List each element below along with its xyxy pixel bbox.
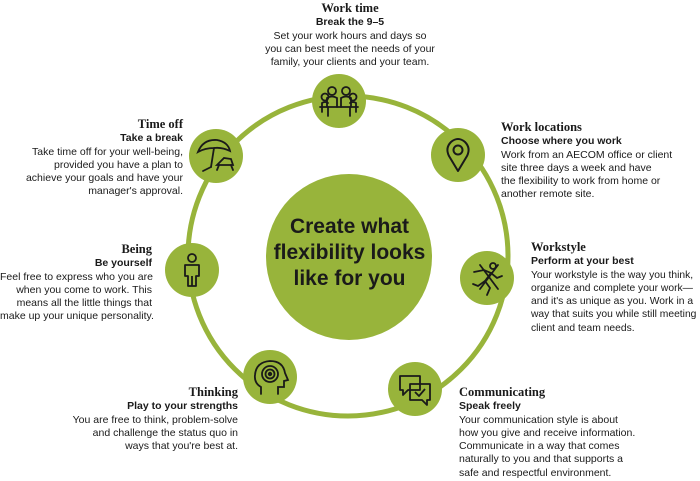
- thinking-title: Thinking: [188, 385, 238, 399]
- time-off-node: [189, 129, 243, 183]
- work-locations-node: [431, 128, 485, 182]
- workstyle-description: Your workstyle is the way you think,orga…: [531, 269, 697, 334]
- center-line-1: Create what: [289, 215, 410, 238]
- workstyle-node: [460, 251, 514, 305]
- work-locations-subtitle: Choose where you work: [501, 135, 622, 147]
- workstyle-title: Workstyle: [531, 240, 586, 254]
- being-title: Being: [121, 242, 152, 256]
- thinking-block: Thinking Play to your strengths You are …: [40, 385, 238, 453]
- person-running-icon: [472, 262, 503, 296]
- time-off-block: Time off Take a break Take time off for …: [10, 117, 183, 199]
- work-locations-title: Work locations: [501, 120, 582, 134]
- thinking-node: [243, 350, 297, 404]
- time-off-description: Take time off for your well-being,provid…: [25, 145, 183, 198]
- work-time-title: Work time: [321, 1, 379, 15]
- time-off-subtitle: Take a break: [120, 132, 183, 144]
- workstyle-subtitle: Perform at your best: [531, 255, 634, 267]
- person-standing-icon: [184, 253, 200, 287]
- communicating-block: Communicating Speak freely Your communic…: [459, 385, 689, 480]
- communicating-subtitle: Speak freely: [459, 400, 521, 412]
- head-target-icon: [253, 360, 290, 395]
- thinking-subtitle: Play to your strengths: [127, 400, 238, 412]
- center-title: Create what flexibility looks like for y…: [257, 214, 442, 292]
- work-locations-block: Work locations Choose where you work Wor…: [501, 120, 697, 202]
- location-pin-icon: [446, 138, 470, 172]
- work-time-subtitle: Break the 9–5: [315, 16, 385, 28]
- center-disc: [266, 174, 432, 340]
- meeting-people-icon: [319, 86, 359, 117]
- being-node: [165, 243, 219, 297]
- time-off-title: Time off: [137, 117, 183, 131]
- center-line-3: like for you: [293, 267, 406, 290]
- being-block: Being Be yourself Feel free to express w…: [0, 242, 154, 324]
- beach-umbrella-icon: [196, 139, 235, 172]
- communicating-node: [388, 362, 442, 416]
- center-line-2: flexibility looks: [273, 241, 426, 264]
- workstyle-block: Workstyle Perform at your best Your work…: [531, 240, 699, 335]
- work-time-node: [312, 74, 366, 128]
- being-subtitle: Be yourself: [94, 257, 152, 269]
- chat-bubbles-icon: [399, 375, 431, 406]
- work-time-block: Work time Break the 9–5 Set your work ho…: [240, 1, 460, 69]
- communicating-title: Communicating: [459, 385, 546, 399]
